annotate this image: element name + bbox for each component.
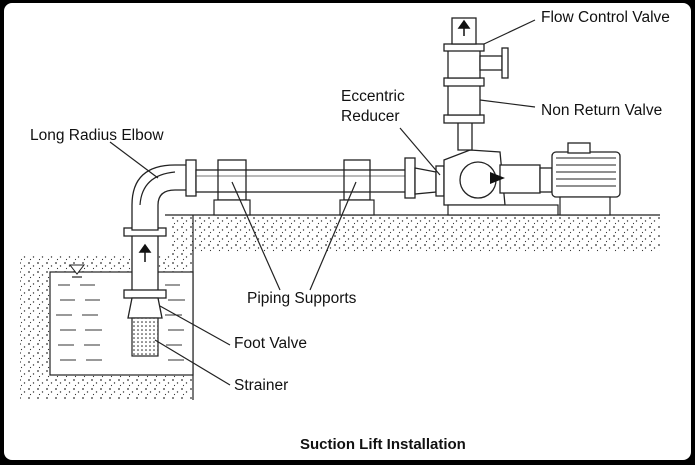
label-eccentric-reducer-line1: Eccentric xyxy=(341,88,405,105)
horizontal-pipe xyxy=(185,157,445,199)
label-eccentric-reducer-line2: Reducer xyxy=(341,108,400,125)
pump xyxy=(443,149,559,216)
strainer xyxy=(131,317,159,357)
label-non-return-valve: Non Return Valve xyxy=(541,102,662,119)
electric-motor xyxy=(539,142,621,216)
label-piping-supports: Piping Supports xyxy=(247,290,357,307)
discharge-pipe xyxy=(443,114,485,151)
label-long-radius-elbow: Long Radius Elbow xyxy=(30,127,164,144)
suction-pipe xyxy=(123,227,167,299)
label-strainer: Strainer xyxy=(234,377,288,394)
foot-valve xyxy=(127,297,163,319)
label-foot-valve: Foot Valve xyxy=(234,335,307,352)
water-sump xyxy=(49,264,194,376)
diagram-title: Suction Lift Installation xyxy=(300,436,466,453)
label-flow-control-valve: Flow Control Valve xyxy=(541,9,670,26)
piping-support-2 xyxy=(339,159,375,216)
flow-control-valve xyxy=(443,17,509,79)
non-return-valve xyxy=(443,77,485,116)
installation-diagram: Flow Control Valve Eccentric Reducer Non… xyxy=(20,9,670,453)
leader-lines xyxy=(109,19,536,386)
piping-support-1 xyxy=(213,159,251,216)
diagram-frame: Flow Control Valve Eccentric Reducer Non… xyxy=(4,3,691,460)
